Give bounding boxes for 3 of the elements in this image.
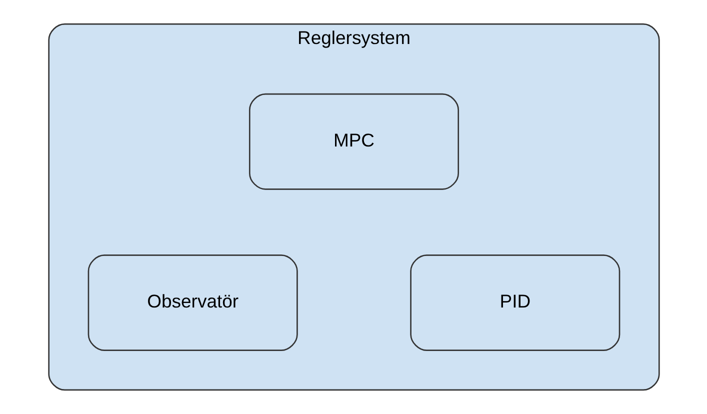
node-box: Observatör: [87, 254, 298, 351]
node-box: MPC: [248, 93, 459, 190]
node-box: PID: [410, 254, 620, 351]
